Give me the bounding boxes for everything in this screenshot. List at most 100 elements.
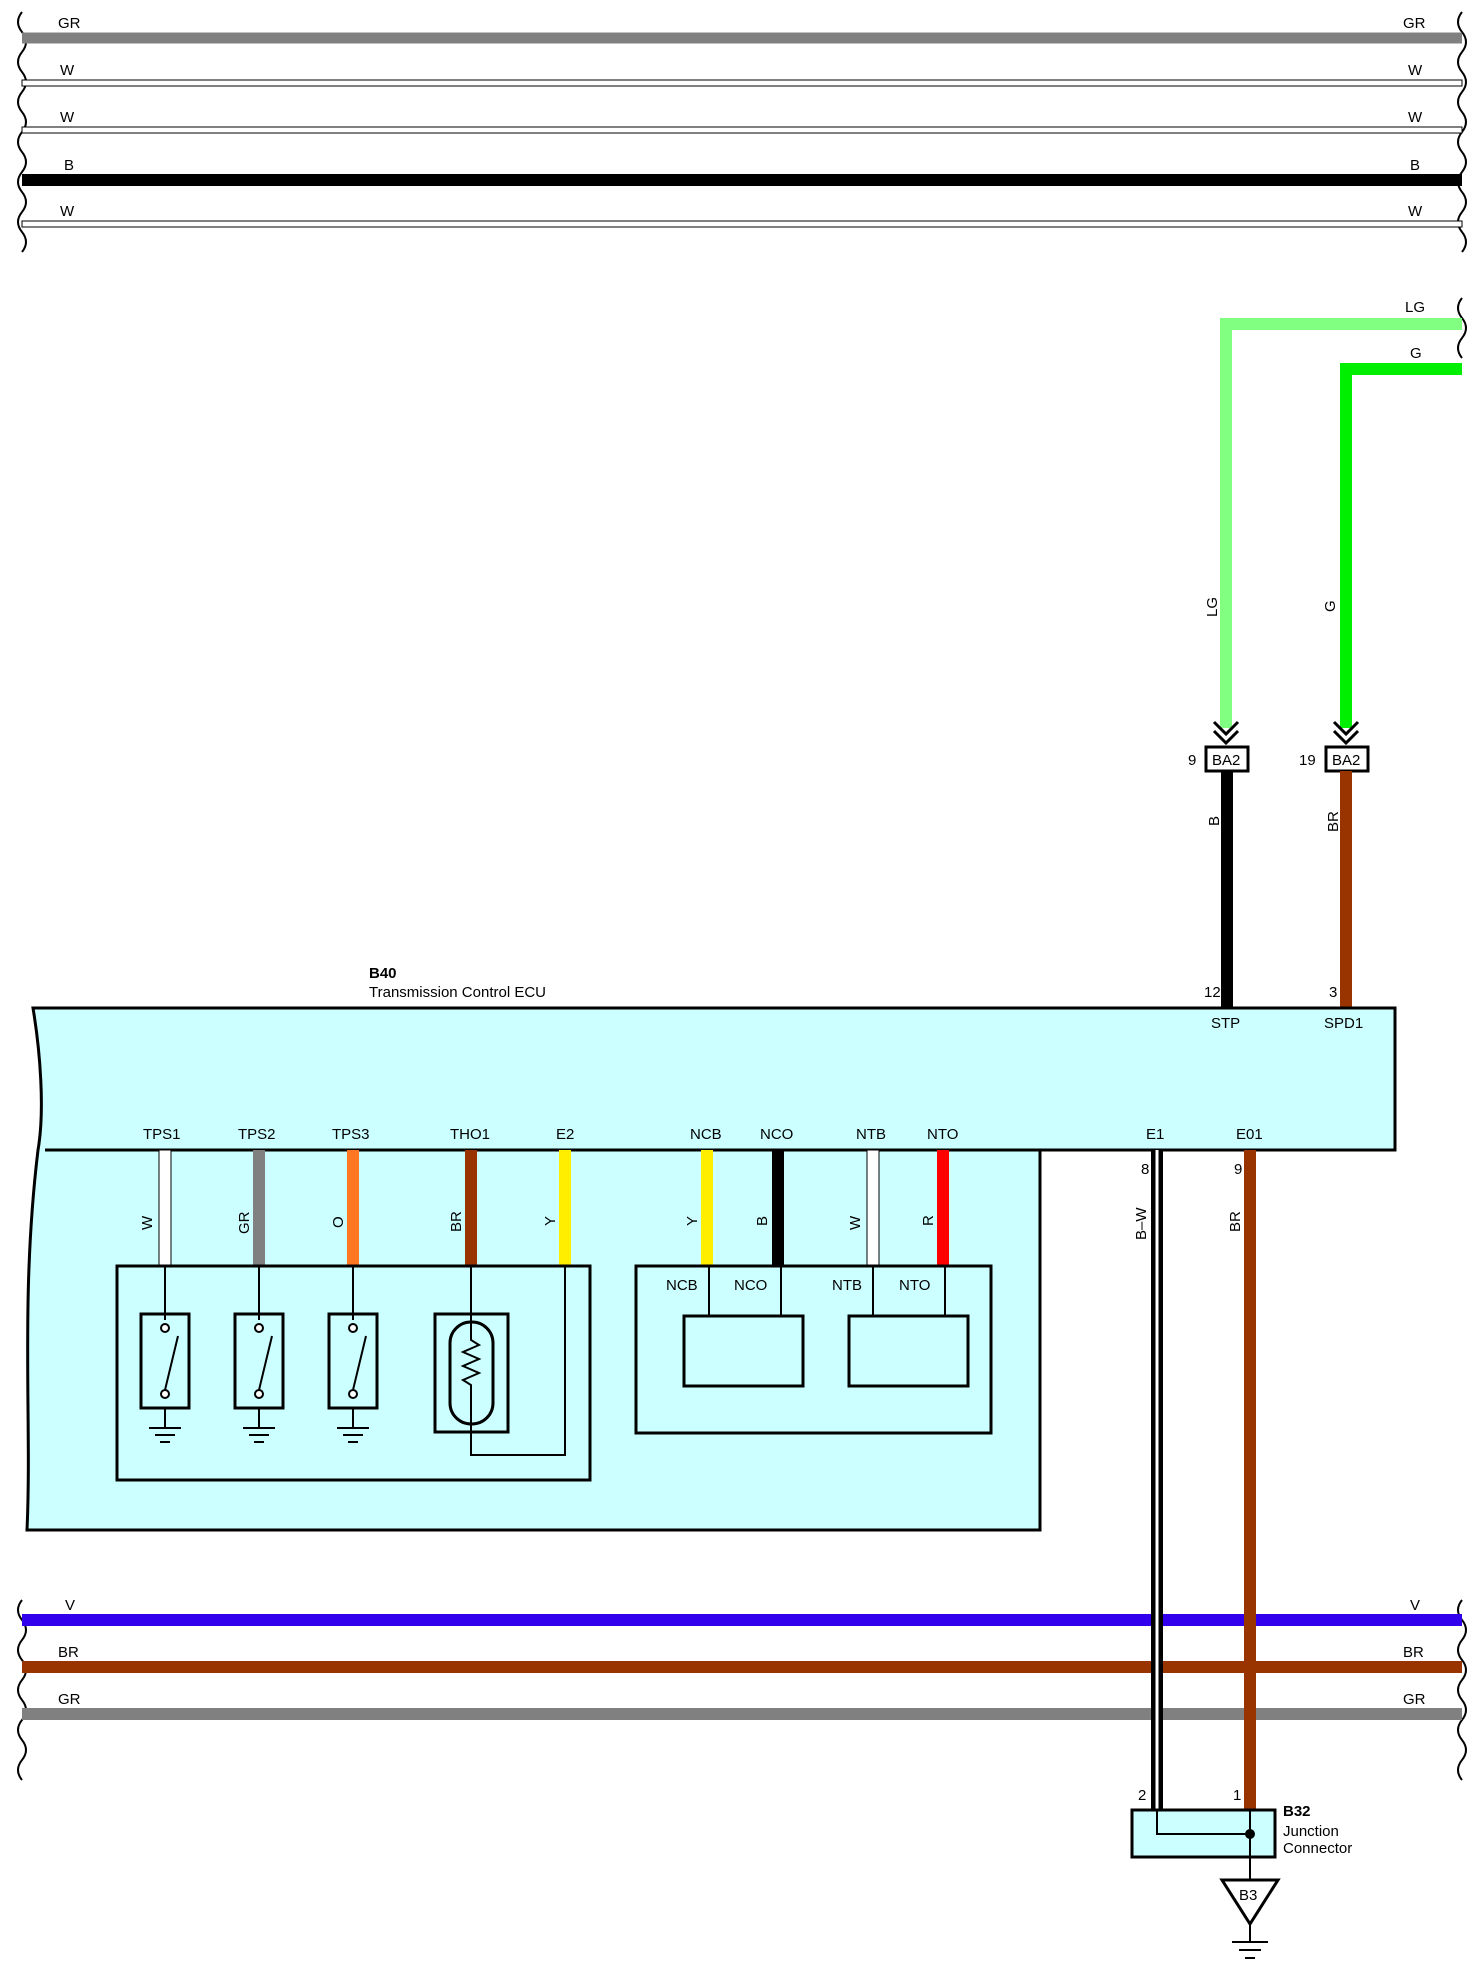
terminal-label: THO1 bbox=[450, 1126, 490, 1143]
speed-sensor-icon bbox=[847, 1314, 970, 1388]
ground-icon bbox=[337, 1408, 369, 1443]
sensor-terminal-label: NTB bbox=[832, 1277, 862, 1294]
wire-label: BR bbox=[448, 1211, 465, 1232]
terminal-label: TPS3 bbox=[332, 1126, 370, 1143]
terminal-label: NCB bbox=[690, 1126, 722, 1143]
wire-label: GR bbox=[58, 15, 81, 32]
speed-sensor-block: NCB NCO NTB NTO bbox=[634, 1264, 993, 1435]
speed-sensor-icon bbox=[682, 1314, 805, 1388]
ecu-b40: B40 Transmission Control ECU 12 STP 3 SP… bbox=[25, 965, 1397, 1532]
pin-number: 9 bbox=[1234, 1161, 1242, 1178]
sensor-terminal-label: NCO bbox=[734, 1277, 767, 1294]
pin-number: 8 bbox=[1141, 1161, 1149, 1178]
connector-box bbox=[1204, 745, 1250, 773]
ecu-id: B40 bbox=[369, 965, 397, 982]
wire-label: V bbox=[65, 1597, 75, 1614]
chevron-down-icon bbox=[1332, 720, 1360, 746]
thermistor-icon bbox=[433, 1266, 566, 1456]
sensor-terminal-label: NTO bbox=[899, 1277, 930, 1294]
ground-icon bbox=[243, 1408, 275, 1443]
wire-label: B bbox=[64, 157, 74, 174]
terminal-label: NTB bbox=[856, 1126, 886, 1143]
wire-label: V bbox=[1410, 1597, 1420, 1614]
wire-w-3 bbox=[21, 220, 1463, 228]
wire-label: G bbox=[1410, 345, 1422, 362]
bottom-wire-bus: V V BR BR GR GR bbox=[17, 1597, 1467, 1781]
sensor-wires bbox=[158, 1149, 949, 1268]
throttle-sensor-block bbox=[115, 1264, 592, 1482]
wire-label: LG bbox=[1405, 299, 1425, 316]
pin-number: 9 bbox=[1188, 752, 1196, 769]
wire-lg bbox=[1220, 318, 1462, 728]
pin-number: 1 bbox=[1233, 1787, 1241, 1804]
junction-name-line2: Connector bbox=[1283, 1840, 1352, 1857]
wire-label: BR bbox=[1325, 811, 1342, 832]
ecu-body bbox=[25, 1006, 1397, 1532]
junction-link bbox=[1156, 1810, 1251, 1880]
wire-label: GR bbox=[58, 1691, 81, 1708]
wire-label: W bbox=[60, 203, 75, 220]
wire-label: BR bbox=[1403, 1644, 1424, 1661]
wire-label: LG bbox=[1204, 597, 1221, 617]
wire-label: B bbox=[1410, 157, 1420, 174]
terminal-label: E1 bbox=[1146, 1126, 1164, 1143]
wire-label: BR bbox=[1227, 1211, 1244, 1232]
ba2-connector-9: BA2 9 B bbox=[1188, 720, 1250, 1010]
chevron-down-icon bbox=[1212, 720, 1240, 746]
break-right-inputs bbox=[1457, 297, 1467, 359]
input-wires: LG G LG G bbox=[1204, 297, 1467, 728]
wire-w-1 bbox=[21, 79, 1463, 87]
wire-ntb bbox=[866, 1149, 880, 1268]
wire-label: B–W bbox=[1133, 1207, 1150, 1240]
wire-label: W bbox=[60, 62, 75, 79]
connector-name: BA2 bbox=[1332, 752, 1360, 769]
terminal-label: TPS1 bbox=[143, 1126, 181, 1143]
wire-label: W bbox=[1408, 203, 1423, 220]
wire-label: BR bbox=[58, 1644, 79, 1661]
wire-label: W bbox=[1408, 62, 1423, 79]
top-wire-bus: GR GR W W W W B B W W bbox=[17, 11, 1467, 253]
pin-number: 3 bbox=[1329, 984, 1337, 1001]
junction-id: B32 bbox=[1283, 1803, 1311, 1820]
ground-icon bbox=[149, 1408, 181, 1443]
wire-label: B bbox=[754, 1216, 771, 1226]
sensor-box bbox=[634, 1264, 993, 1435]
pin-number: 19 bbox=[1299, 752, 1316, 769]
wire-tps1 bbox=[158, 1149, 172, 1268]
ground-label: B3 bbox=[1239, 1887, 1257, 1904]
wire-w-2 bbox=[21, 126, 1463, 134]
terminal-label: NTO bbox=[927, 1126, 958, 1143]
wire-label: G bbox=[1322, 600, 1339, 612]
connector-name: BA2 bbox=[1212, 752, 1240, 769]
ba2-connector-19: BA2 19 BR bbox=[1299, 720, 1370, 1010]
terminal-label: SPD1 bbox=[1324, 1015, 1363, 1032]
wire-label: W bbox=[1408, 109, 1423, 126]
connector-box bbox=[1324, 745, 1370, 773]
junction-connector-b32: 2 1 B32 Junction Connector B3 bbox=[1130, 1787, 1352, 1959]
wire-label: GR bbox=[1403, 1691, 1426, 1708]
sensor-terminal-label: NCB bbox=[666, 1277, 698, 1294]
wire-label: Y bbox=[542, 1216, 559, 1226]
wire-label: W bbox=[60, 109, 75, 126]
terminal-label: E01 bbox=[1236, 1126, 1263, 1143]
wire-label: W bbox=[847, 1215, 864, 1230]
ground-wires: 8 9 B–W BR bbox=[1133, 1150, 1256, 1810]
bus-break-left bbox=[17, 1599, 27, 1781]
wire-label: O bbox=[330, 1216, 347, 1228]
pin-number: 2 bbox=[1138, 1787, 1146, 1804]
wire-label: B bbox=[1206, 816, 1223, 826]
wire-label: GR bbox=[1403, 15, 1426, 32]
terminal-label: TPS2 bbox=[238, 1126, 276, 1143]
ecu-name: Transmission Control ECU bbox=[369, 984, 546, 1001]
ground-point-icon: B3 bbox=[1219, 1878, 1281, 1959]
terminal-label: NCO bbox=[760, 1126, 793, 1143]
terminal-label: STP bbox=[1211, 1015, 1240, 1032]
bus-break-right bbox=[1457, 1599, 1467, 1781]
junction-name-line1: Junction bbox=[1283, 1823, 1339, 1840]
pin-number: 12 bbox=[1204, 984, 1221, 1001]
wire-label: R bbox=[920, 1215, 937, 1226]
wire-label: W bbox=[139, 1215, 156, 1230]
wire-label: GR bbox=[236, 1211, 253, 1234]
terminal-label: E2 bbox=[556, 1126, 574, 1143]
